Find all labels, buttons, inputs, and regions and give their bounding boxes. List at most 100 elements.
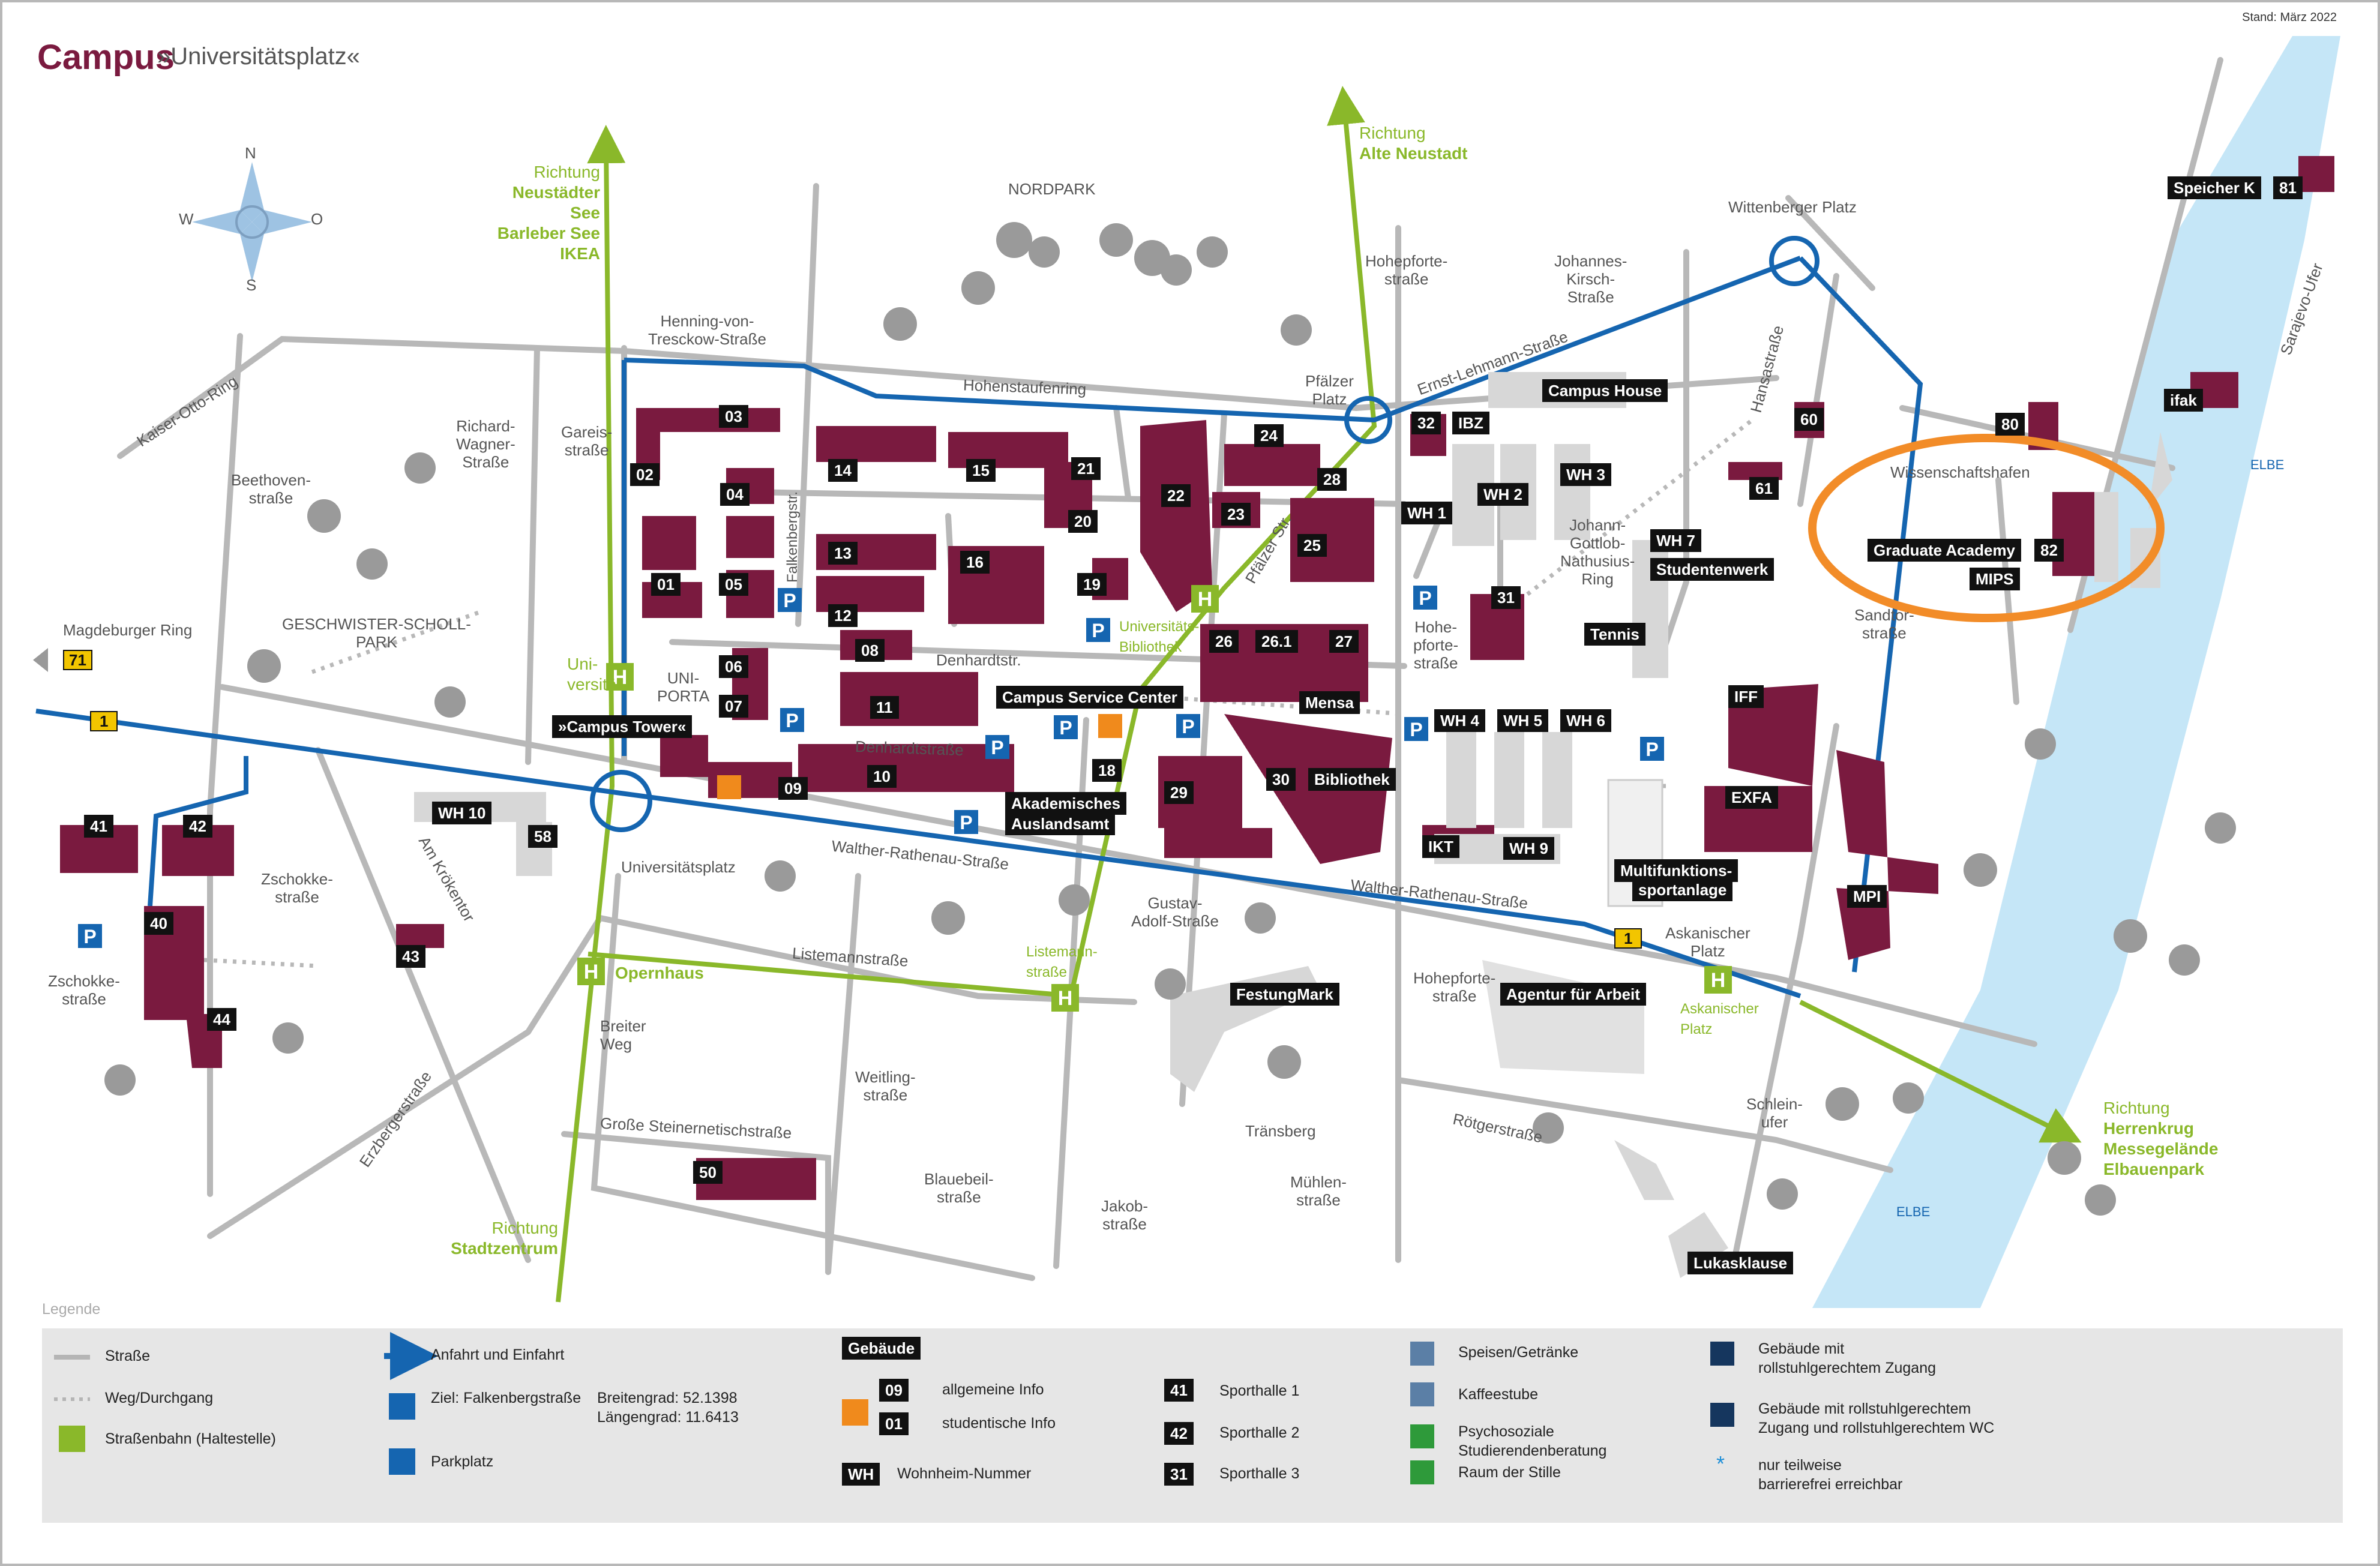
building-31[interactable]: 31 xyxy=(1491,586,1521,609)
building-19[interactable]: 19 xyxy=(1077,573,1107,596)
tag-wh3[interactable]: WH 3 xyxy=(1560,463,1611,486)
tram-stop-unibib: Universitäts- Bibliothek xyxy=(1119,619,1200,655)
building-16[interactable]: 16 xyxy=(960,551,990,574)
tag-mips[interactable]: MIPS xyxy=(1970,568,2020,590)
legend-sporthalle-31: 31 xyxy=(1164,1463,1194,1486)
building-40[interactable]: 40 xyxy=(144,912,173,935)
tag-wh9[interactable]: WH 9 xyxy=(1503,837,1554,860)
building-12[interactable]: 12 xyxy=(828,604,858,627)
building-08[interactable]: 08 xyxy=(855,639,885,662)
building-81[interactable]: 81 xyxy=(2273,176,2303,199)
tag-graduate-academy[interactable]: Graduate Academy xyxy=(1868,539,2022,562)
building-26[interactable]: 26 xyxy=(1209,630,1239,653)
tag-campus-house[interactable]: Campus House xyxy=(1542,379,1668,402)
tag-studentenwerk[interactable]: Studentenwerk xyxy=(1650,558,1774,581)
tag-wh7[interactable]: WH 7 xyxy=(1650,529,1701,552)
building-25[interactable]: 25 xyxy=(1297,534,1327,557)
building-10[interactable]: 10 xyxy=(867,765,897,788)
building-27[interactable]: 27 xyxy=(1329,630,1359,653)
building-30[interactable]: 30 xyxy=(1266,768,1296,791)
tag-ifak[interactable]: ifak xyxy=(2164,389,2203,412)
building-23[interactable]: 23 xyxy=(1221,503,1251,526)
tag-wh2[interactable]: WH 2 xyxy=(1477,483,1528,506)
building-06[interactable]: 06 xyxy=(719,655,748,678)
tag-lukasklause[interactable]: Lukasklause xyxy=(1687,1252,1794,1274)
building-02[interactable]: 02 xyxy=(630,463,660,486)
building-41[interactable]: 41 xyxy=(84,815,113,838)
tag-speicher-k[interactable]: Speicher K xyxy=(2168,176,2261,199)
tag-wh5[interactable]: WH 5 xyxy=(1497,709,1548,732)
tag-multifunktionssportanlage[interactable]: sportanlage xyxy=(1632,878,1733,901)
tag-multifunktionssportanlage[interactable]: Multifunktions- xyxy=(1614,859,1738,882)
tag-wh10[interactable]: WH 10 xyxy=(432,802,492,824)
tram-stops: H H H H H xyxy=(577,585,1732,1012)
tag-ikt[interactable]: IKT xyxy=(1422,835,1459,858)
building-44[interactable]: 44 xyxy=(207,1008,236,1031)
building-22[interactable]: 22 xyxy=(1161,484,1191,507)
tag-akademisches-auslandsamt[interactable]: Akademisches xyxy=(1005,792,1127,815)
tag-wh4[interactable]: WH 4 xyxy=(1434,709,1485,732)
road-sign-b1: 1 xyxy=(1614,928,1642,949)
building-01[interactable]: 01 xyxy=(651,573,681,596)
tag-exfa[interactable]: EXFA xyxy=(1725,786,1778,809)
tag-tennis[interactable]: Tennis xyxy=(1584,623,1645,646)
building-43[interactable]: 43 xyxy=(396,945,425,968)
label-geschwister-scholl-park: GESCHWISTER-SCHOLL- PARK xyxy=(282,615,471,651)
street-zschokke: Zschokke- straße xyxy=(48,972,120,1008)
tag-bibliothek[interactable]: Bibliothek xyxy=(1308,768,1396,791)
partial-access-star-icon: * xyxy=(1716,1451,1725,1476)
building-60[interactable]: 60 xyxy=(1794,408,1824,431)
building-11[interactable]: 11 xyxy=(870,696,899,719)
tag-wh1[interactable]: WH 1 xyxy=(1401,502,1452,524)
tag-wh6[interactable]: WH 6 xyxy=(1560,709,1611,732)
legend-laengengrad: Längengrad: 11.6413 xyxy=(597,1409,739,1426)
building-61[interactable]: 61 xyxy=(1749,477,1779,500)
direction-text: Richtung xyxy=(491,1219,558,1237)
building-50[interactable]: 50 xyxy=(693,1161,723,1184)
building-05[interactable]: 05 xyxy=(719,573,748,596)
street-henning: Henning-von- Tresckow-Straße xyxy=(648,312,766,348)
building-13[interactable]: 13 xyxy=(828,542,858,565)
building-04[interactable]: 04 xyxy=(720,483,750,506)
building-21[interactable]: 21 xyxy=(1071,457,1101,480)
parking-signs: P P P P P P P P P P P xyxy=(78,586,1664,948)
tram-stop-opernhaus: Opernhaus xyxy=(615,964,704,982)
legend-teilweise: nur teilweise barrierefrei erreichbar xyxy=(1758,1457,1903,1493)
building-24[interactable]: 24 xyxy=(1254,424,1284,447)
legend-kaffeestube: Kaffeestube xyxy=(1458,1386,1538,1403)
street-schleinufer: Schlein- ufer xyxy=(1746,1095,1803,1131)
street-richard-wagner: Richard- Wagner- Straße xyxy=(456,417,515,471)
tag-iff[interactable]: IFF xyxy=(1728,685,1764,708)
tag-akademisches-auslandsamt[interactable]: Auslandsamt xyxy=(1005,812,1116,835)
direction-text: Alte Neustadt xyxy=(1359,144,1468,163)
building-03[interactable]: 03 xyxy=(719,405,748,428)
legend-building-09: 09 xyxy=(879,1379,909,1402)
building-26-1[interactable]: 26.1 xyxy=(1255,630,1298,653)
tag-campus-service-center[interactable]: Campus Service Center xyxy=(996,686,1183,709)
building-58[interactable]: 58 xyxy=(528,825,557,848)
tag-campus-tower[interactable]: »Campus Tower« xyxy=(552,715,693,738)
building-80[interactable]: 80 xyxy=(1995,413,2025,436)
building-09[interactable]: 09 xyxy=(778,777,808,800)
tag-ibz[interactable]: IBZ xyxy=(1452,412,1489,434)
tag-festungmark[interactable]: FestungMark xyxy=(1230,983,1339,1006)
building-14[interactable]: 14 xyxy=(828,459,858,482)
building-15[interactable]: 15 xyxy=(966,459,996,482)
building-28[interactable]: 28 xyxy=(1317,468,1347,491)
building-42[interactable]: 42 xyxy=(183,815,212,838)
tag-agentur-fuer-arbeit[interactable]: Agentur für Arbeit xyxy=(1500,983,1646,1006)
legend-sporthalle-3: Sporthalle 3 xyxy=(1219,1465,1300,1482)
building-82[interactable]: 82 xyxy=(2034,539,2064,562)
building-29[interactable]: 29 xyxy=(1164,781,1194,804)
tag-mensa[interactable]: Mensa xyxy=(1299,691,1360,714)
svg-text:P: P xyxy=(1410,719,1422,740)
compass-n: N xyxy=(245,144,256,162)
building-20[interactable]: 20 xyxy=(1068,510,1098,533)
building-07[interactable]: 07 xyxy=(719,695,748,718)
tag-mpi[interactable]: MPI xyxy=(1847,885,1887,908)
direction-text: Messegelände xyxy=(2103,1139,2219,1158)
building-32[interactable]: 32 xyxy=(1411,412,1441,434)
svg-text:P: P xyxy=(786,710,798,731)
building-18[interactable]: 18 xyxy=(1092,759,1122,782)
